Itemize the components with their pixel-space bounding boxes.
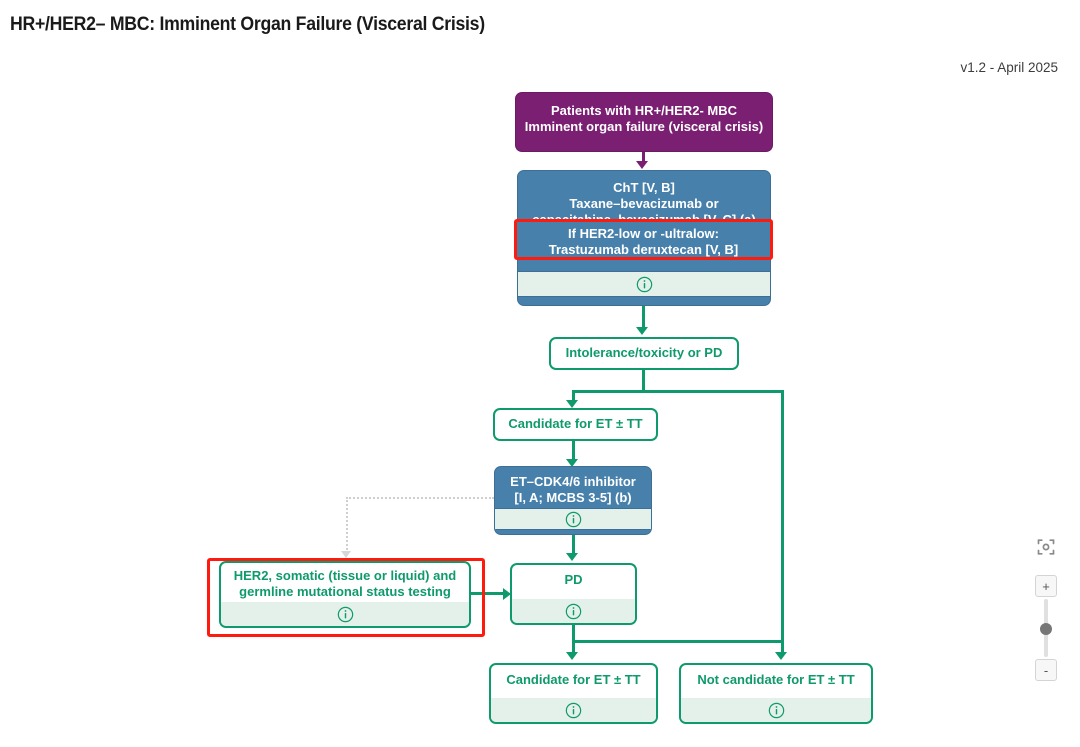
zoom-slider-handle[interactable] [1040, 623, 1052, 635]
node-candidate-et-2-label: Candidate for ET ± TT [506, 672, 641, 687]
info-icon [337, 606, 353, 622]
zoom-out-button[interactable]: - [1035, 659, 1057, 681]
node-not-candidate-et-info-bar[interactable] [681, 698, 871, 722]
arrow-to-candidate-et-1 [566, 400, 578, 408]
connector-her2-to-pd [471, 592, 507, 595]
connector-intolerance-stem [642, 370, 645, 392]
arrow-etcdk-to-pd [566, 553, 578, 561]
node-intolerance[interactable]: Intolerance/toxicity or PD [549, 337, 739, 370]
node-her2-testing-info-bar[interactable] [221, 602, 469, 626]
node-her2-testing[interactable]: HER2, somatic (tissue or liquid) and ger… [219, 561, 471, 628]
arrow-candidate-to-etcdk [566, 459, 578, 467]
highlight-her2-low-treatment[interactable]: If HER2-low or -ultralow: Trastuzumab de… [514, 219, 773, 260]
info-icon [768, 702, 784, 718]
dotted-connector-horizontal [346, 497, 494, 499]
node-pd[interactable]: PD [510, 563, 637, 625]
page-title: HR+/HER2– MBC: Imminent Organ Failure (V… [10, 14, 485, 35]
connector-etcdk-to-pd [572, 535, 575, 557]
connector-to-not-candidate [781, 640, 784, 654]
highlight-her2-testing [207, 558, 485, 637]
arrow-cht-to-intolerance [636, 327, 648, 335]
version-label: v1.2 - April 2025 [960, 60, 1058, 75]
arrow-her2-to-pd [503, 588, 511, 600]
node-patients-label: Patients with HR+/HER2- MBC Imminent org… [524, 103, 764, 134]
node-candidate-et-2[interactable]: Candidate for ET ± TT [489, 663, 658, 724]
connector-cht-to-intolerance [642, 306, 645, 329]
connector-to-candidate-et-1 [572, 390, 575, 402]
info-icon [565, 603, 582, 619]
zoom-slider-track[interactable] [1040, 599, 1052, 657]
connector-intolerance-split [572, 390, 784, 393]
connector-pd-stem [572, 625, 575, 643]
info-icon [565, 511, 581, 527]
info-icon [636, 276, 652, 292]
arrow-to-not-candidate [775, 652, 787, 660]
zoom-controls: + - [1034, 534, 1058, 681]
connector-pd-split [572, 640, 784, 643]
node-not-candidate-et-label: Not candidate for ET ± TT [697, 672, 855, 687]
fit-to-screen-button[interactable] [1033, 534, 1059, 560]
arrow-to-candidate-et-2 [566, 652, 578, 660]
node-candidate-et-1[interactable]: Candidate for ET ± TT [493, 408, 658, 441]
node-et-cdk46-info-bar[interactable] [495, 508, 651, 530]
arrow-patients-to-cht [636, 161, 648, 169]
zoom-in-button[interactable]: + [1035, 575, 1057, 597]
connector-patients-to-cht [642, 152, 645, 164]
node-et-cdk46[interactable]: ET–CDK4/6 inhibitor [I, A; MCBS 3-5] (b) [494, 466, 652, 535]
dotted-connector-vertical [346, 497, 348, 553]
node-her2-testing-label: HER2, somatic (tissue or liquid) and ger… [233, 568, 457, 599]
node-patients[interactable]: Patients with HR+/HER2- MBC Imminent org… [515, 92, 773, 152]
node-pd-info-bar[interactable] [512, 599, 635, 623]
connector-candidate-to-etcdk [572, 441, 575, 463]
node-pd-label: PD [564, 572, 583, 587]
info-icon [565, 702, 582, 718]
connector-right-branch-vertical [781, 390, 784, 640]
node-et-cdk46-label: ET–CDK4/6 inhibitor [I, A; MCBS 3-5] (b) [510, 474, 636, 505]
highlight-her2-low-label: If HER2-low or -ultralow: Trastuzumab de… [548, 226, 739, 258]
node-not-candidate-et[interactable]: Not candidate for ET ± TT [679, 663, 873, 724]
fit-to-screen-icon [1037, 539, 1055, 555]
node-intolerance-label: Intolerance/toxicity or PD [565, 345, 723, 360]
node-candidate-et-2-info-bar[interactable] [491, 698, 656, 722]
node-candidate-et-1-label: Candidate for ET ± TT [508, 416, 643, 431]
connector-to-candidate-et-2 [572, 640, 575, 654]
dotted-connector-arrow [341, 551, 351, 558]
node-cht-info-bar[interactable] [518, 271, 770, 297]
